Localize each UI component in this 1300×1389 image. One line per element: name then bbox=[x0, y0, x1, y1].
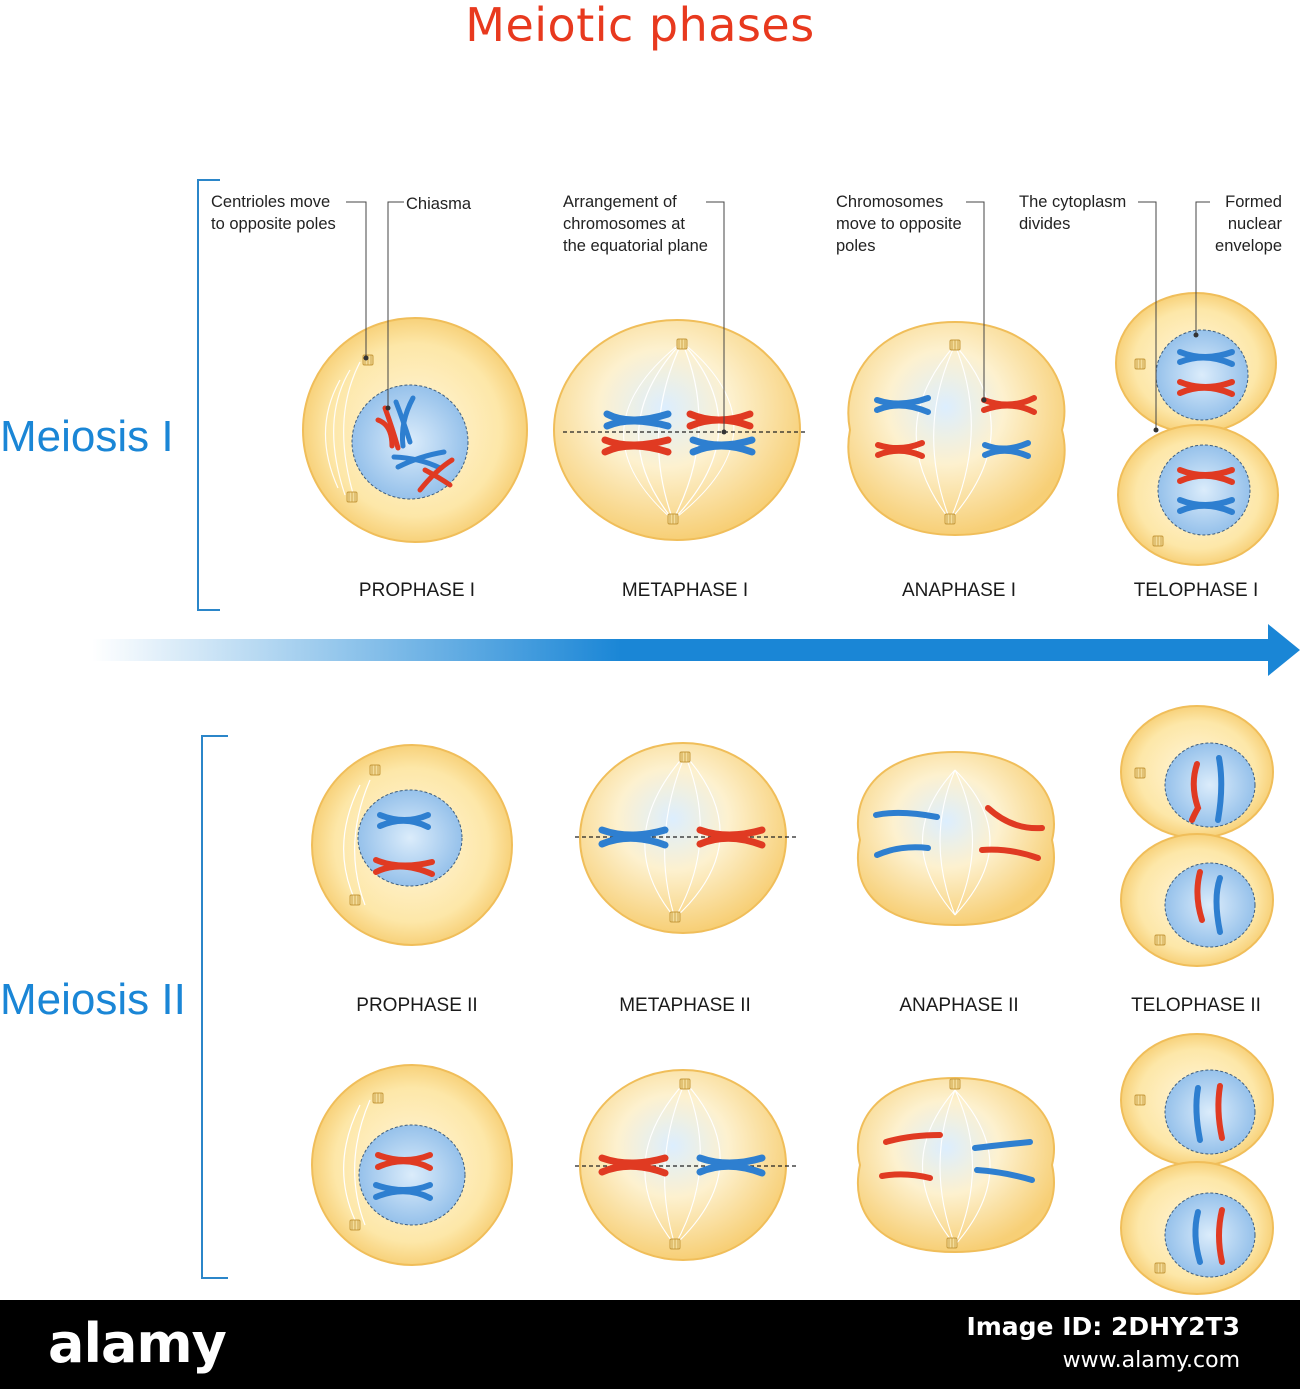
cell-telophase-2b bbox=[1120, 1033, 1274, 1295]
footer-url: www.alamy.com bbox=[1062, 1348, 1240, 1373]
cell-anaphase-2b bbox=[856, 1076, 1055, 1254]
phase-anaphase-1: ANAPHASE I bbox=[901, 580, 1017, 601]
phase-telophase-1: TELOPHASE I bbox=[1133, 580, 1259, 601]
phase-prophase-1: PROPHASE I bbox=[358, 580, 476, 601]
meiosis-1-label: Meiosis I bbox=[0, 412, 174, 461]
cell-metaphase-2a bbox=[575, 742, 796, 934]
annotation-centrioles: Centrioles move to opposite poles bbox=[211, 193, 336, 233]
cell-telophase-2a bbox=[1120, 705, 1274, 967]
cell-anaphase-1 bbox=[847, 320, 1066, 537]
diagram-title: Meiotic phases bbox=[465, 0, 815, 52]
cell-prophase-2b bbox=[311, 1064, 513, 1266]
phase-metaphase-1: METAPHASE I bbox=[621, 580, 749, 601]
cell-prophase-1 bbox=[302, 317, 528, 543]
cell-prophase-2a bbox=[311, 744, 513, 946]
cell-metaphase-1 bbox=[553, 319, 805, 541]
phase-anaphase-2: ANAPHASE II bbox=[899, 995, 1019, 1016]
annotation-cytoplasm: The cytoplasm divides bbox=[1019, 193, 1127, 233]
progression-arrow bbox=[92, 624, 1300, 676]
annotation-nuclear-envelope: Formed nuclear envelope bbox=[1215, 193, 1282, 255]
cell-anaphase-2a bbox=[856, 750, 1055, 927]
annotation-chromosomes-move: Chromosomes move to opposite poles bbox=[836, 193, 962, 255]
annotation-arrangement: Arrangement of chromosomes at the equato… bbox=[563, 193, 708, 255]
annotation-leaders-1 bbox=[346, 201, 1210, 432]
meiosis-1-bracket bbox=[197, 179, 220, 611]
cell-metaphase-2b bbox=[575, 1069, 796, 1261]
phase-telophase-2: TELOPHASE II bbox=[1131, 995, 1261, 1016]
phase-metaphase-2: METAPHASE II bbox=[619, 995, 751, 1016]
watermark-footer: alamy Image ID: 2DHY2T3 www.alamy.com bbox=[0, 1300, 1300, 1389]
image-id: Image ID: 2DHY2T3 bbox=[966, 1312, 1240, 1341]
annotation-chiasma: Chiasma bbox=[406, 195, 472, 213]
alamy-logo: alamy bbox=[48, 1312, 227, 1375]
meiosis-2-label: Meiosis II bbox=[0, 975, 186, 1024]
phase-prophase-2: PROPHASE II bbox=[356, 995, 478, 1016]
meiosis-2-bracket bbox=[201, 735, 228, 1279]
